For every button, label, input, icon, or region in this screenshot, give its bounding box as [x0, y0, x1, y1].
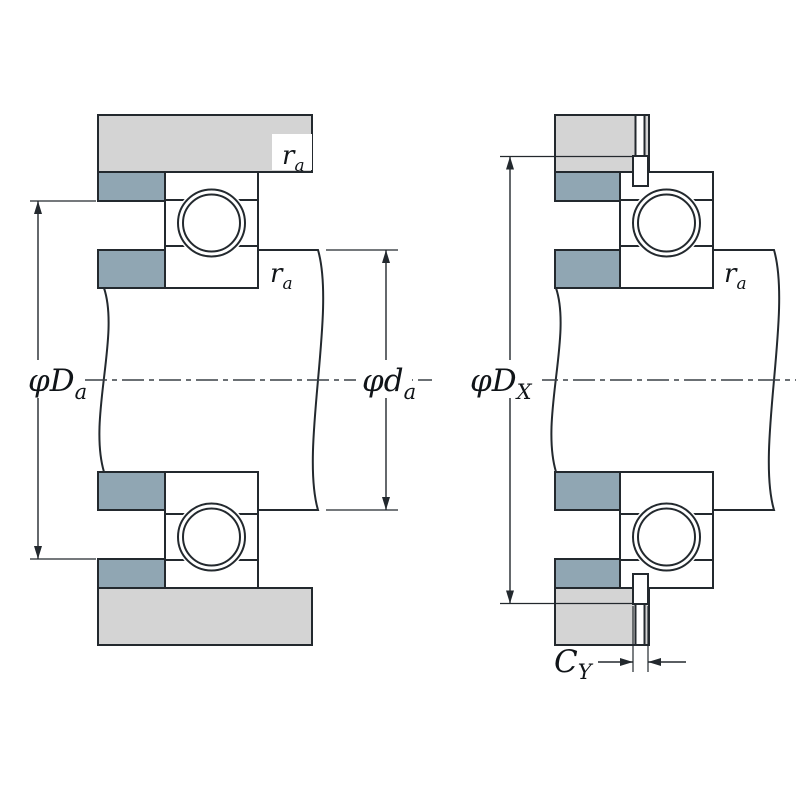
right-housing-snap-ring-slot: [634, 114, 646, 158]
ra-housing-left-label-bg: [272, 134, 312, 170]
left-assembly-top-half: [97, 114, 313, 289]
phi-Da-label: φDa: [28, 363, 87, 404]
right-bearing-locating-snap-ring: [632, 155, 649, 187]
ra-shaft-left-label-bg: [260, 252, 300, 288]
left-shaft-shoulder-spacer: [97, 249, 166, 289]
phi-DX-label-bg: [464, 360, 542, 398]
right-bearing-ball: [637, 193, 696, 253]
phi-Da-label-bg: [22, 360, 80, 398]
right-assembly-top-half: [554, 114, 714, 289]
right-shaft-shoulder-spacer: [554, 249, 621, 289]
right-housing-shoulder-spacer: [554, 171, 621, 202]
C-Y-label: CY: [554, 644, 594, 684]
ra-shaft-left-label: ra: [270, 259, 293, 294]
ra-shaft-right-label-bg: [714, 252, 754, 288]
phi-da-label-bg: [356, 360, 412, 398]
right-assembly-bottom-half-mirror: [554, 471, 714, 646]
ra-shaft-right-label: ra: [724, 259, 747, 294]
ra-housing-left-label: ra: [282, 141, 305, 176]
left-housing-shoulder-spacer: [97, 171, 166, 202]
phi-DX-label: φDX: [470, 363, 533, 404]
left-bearing-ball: [182, 193, 241, 253]
phi-da-label: φda: [362, 363, 416, 404]
